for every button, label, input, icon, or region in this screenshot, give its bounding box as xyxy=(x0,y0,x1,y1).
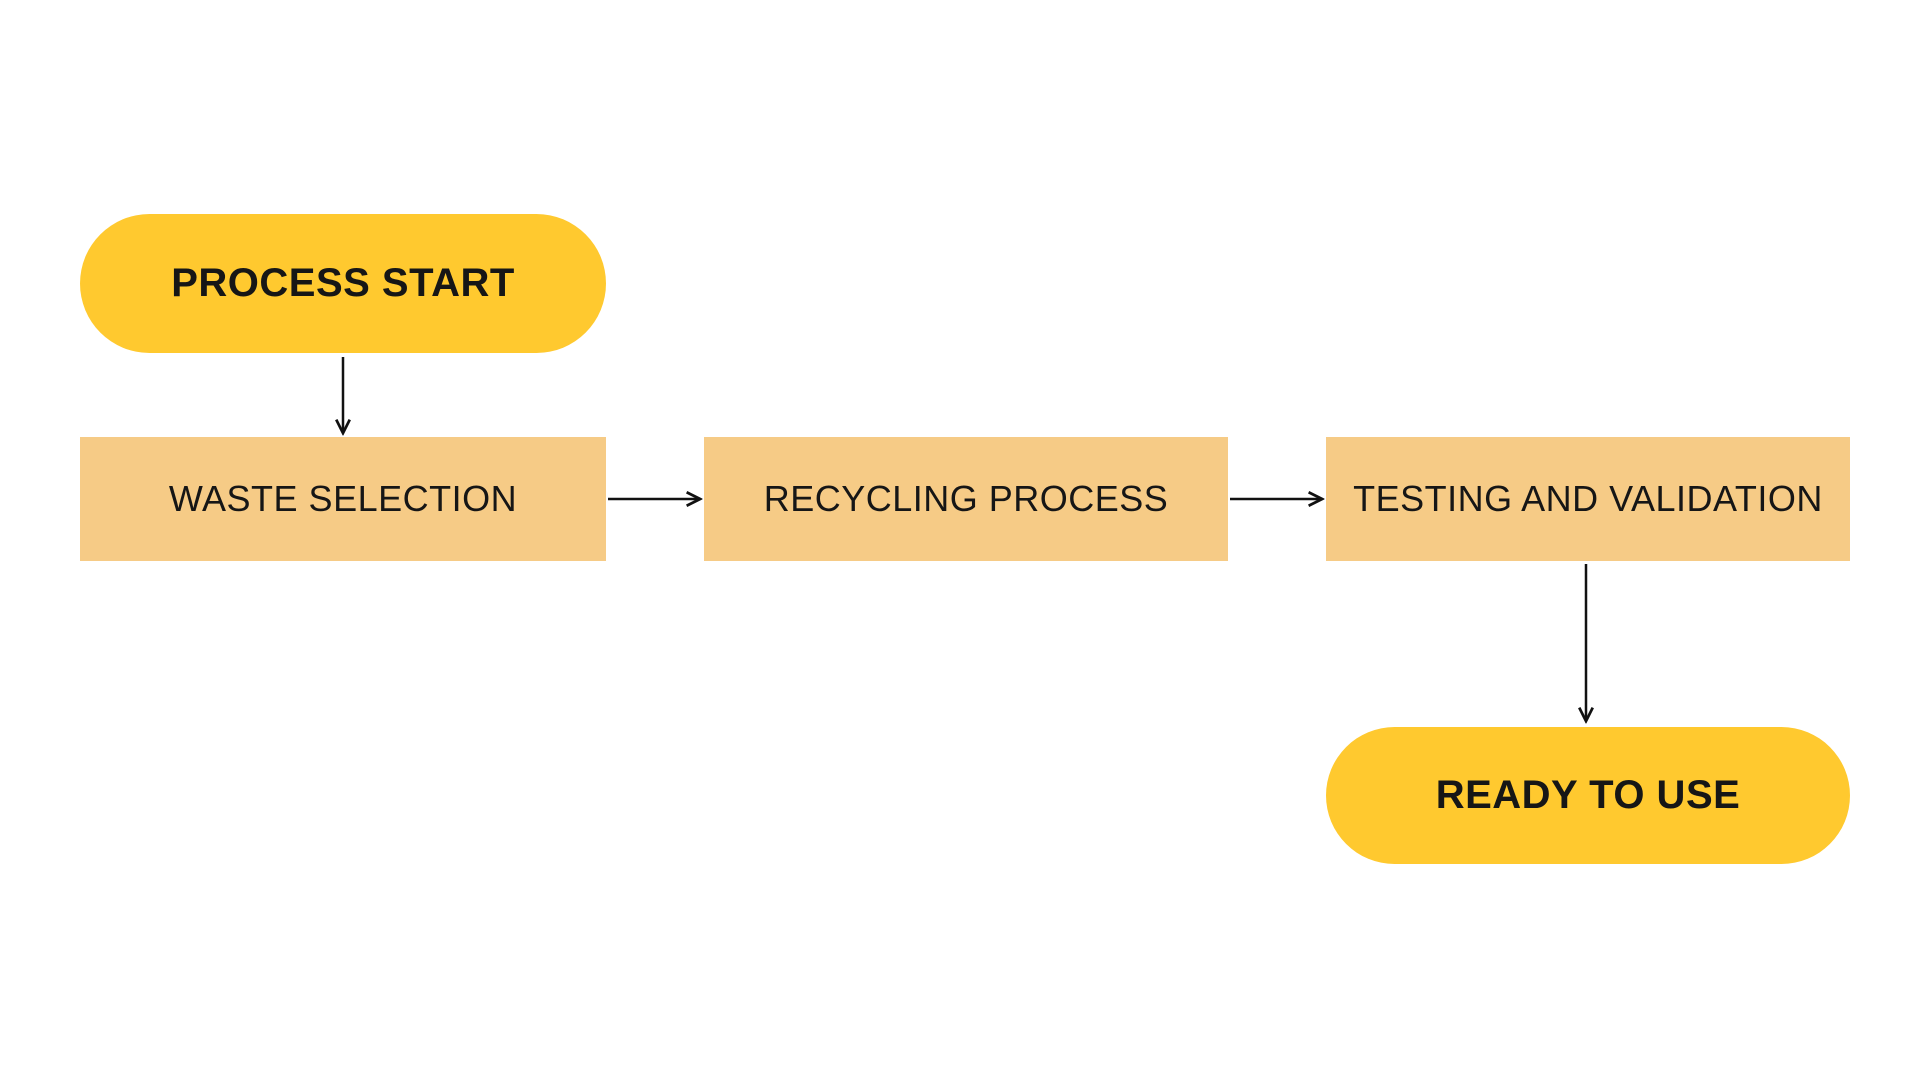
node-label: PROCESS START xyxy=(171,261,515,305)
node-waste-selection: WASTE SELECTION xyxy=(80,437,606,561)
node-ready-to-use: READY TO USE xyxy=(1326,727,1850,864)
node-label: RECYCLING PROCESS xyxy=(763,478,1169,519)
node-testing-and-validation: TESTING AND VALIDATION xyxy=(1326,437,1850,561)
node-recycling-process: RECYCLING PROCESS xyxy=(704,437,1228,561)
node-label: READY TO USE xyxy=(1435,773,1741,817)
node-label: TESTING AND VALIDATION xyxy=(1353,478,1823,519)
node-process-start: PROCESS START xyxy=(80,214,606,353)
node-label: WASTE SELECTION xyxy=(168,478,518,519)
